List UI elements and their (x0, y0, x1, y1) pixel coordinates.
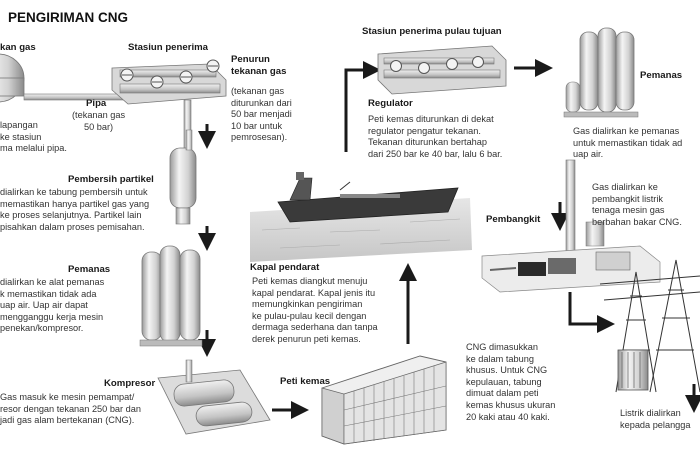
transformer (617, 349, 649, 391)
label-heater-right: Pemanas (640, 70, 683, 81)
compressor-description: Gas masuk ke mesin pemampat/ resor denga… (0, 392, 141, 426)
label-destination-station: Stasiun penerima pulau tujuan (362, 26, 502, 37)
power-plant (481, 221, 661, 293)
landing-ship-description: Peti kemas diangkut menuju kapal pendara… (252, 276, 378, 344)
label-container: Peti kemas (280, 376, 331, 387)
page-title: PENGIRIMAN CNG (8, 10, 129, 25)
flow-arrow-to-regulator (344, 59, 553, 152)
label-compressor: Kompresor (104, 378, 156, 389)
power-plant-description: Gas dialirkan ke pembangkit listrik tena… (592, 182, 682, 227)
label-power-plant: Pembangkit (486, 214, 541, 225)
pipe-description: (tekanan gas 50 bar) (72, 110, 126, 132)
pressure-reducer-description: (tekanan gas diturunkan dari 50 bar menj… (231, 86, 292, 143)
cng-container (321, 355, 447, 445)
chimney (565, 159, 576, 257)
landing-ship (277, 172, 459, 223)
heater-right-description: Gas dialirkan ke pemanas untuk memastika… (573, 126, 683, 160)
heater-left-description: dialirkan ke alat pemanas k memastikan t… (0, 277, 105, 334)
receiving-station (111, 59, 227, 151)
regulator-station (377, 45, 507, 95)
heater-cylinders-left (139, 245, 203, 347)
flow-arrows-left (198, 124, 309, 419)
label-pipe: Pipa (86, 98, 107, 109)
label-landing-ship: Kapal pendarat (250, 262, 320, 273)
particle-cleaner-description: dialirkan ke tabung pembersih untuk mema… (0, 187, 150, 232)
field-description: lapangan ke stasiun ma melalui pipa. (0, 120, 67, 154)
compressor (157, 359, 271, 435)
pipeline (23, 93, 127, 101)
gas-source-tank (0, 53, 25, 103)
label-heater-left: Pemanas (68, 264, 111, 275)
heater-cylinders-right (563, 27, 639, 118)
flow-arrow-to-plant (551, 202, 615, 333)
electricity-description: Listrik dialirkan kepada pelangga (620, 408, 691, 430)
label-particle-cleaner: Pembersih partikel (68, 174, 154, 185)
label-receiving-station: Stasiun penerima (128, 42, 208, 53)
label-regulator: Regulator (368, 98, 413, 109)
regulator-description: Peti kemas diturunkan di dekat regulator… (368, 114, 503, 159)
cng-description: CNG dimasukkan ke dalam tabung khusus. U… (466, 342, 556, 422)
label-gas-source: kan gas (0, 42, 36, 53)
particle-cleaner-tank (169, 129, 197, 225)
label-pressure-reducer: Penurun tekanan gas (231, 54, 287, 77)
